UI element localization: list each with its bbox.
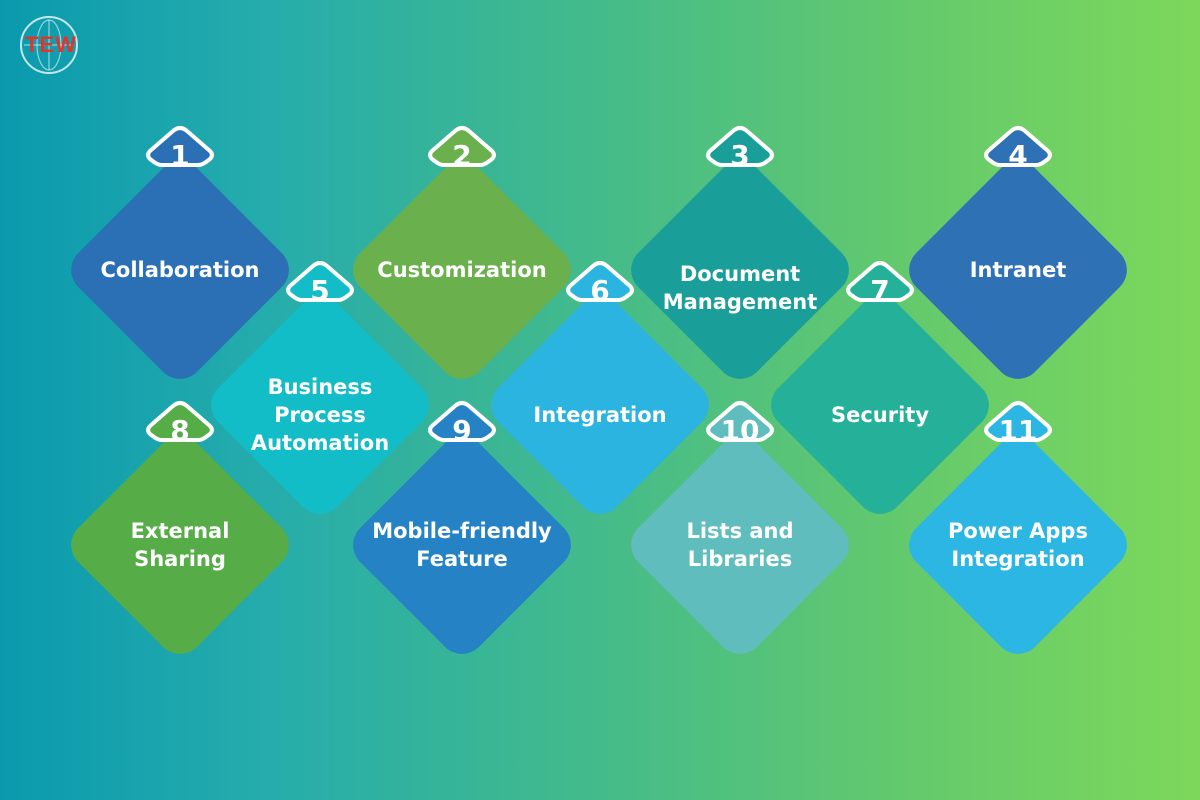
number-badge: 6 [552, 261, 648, 322]
feature-label: Intranet [969, 258, 1067, 282]
feature-label: Mobile-friendly Feature [372, 519, 552, 571]
feature-label: Integration [533, 403, 667, 427]
number-badge: 8 [132, 401, 228, 462]
number-badge: 11 [970, 401, 1066, 462]
number-label: 1 [170, 139, 190, 172]
number-label: 2 [452, 139, 472, 172]
number-badge: 5 [272, 261, 368, 322]
tew-logo: TEW [20, 16, 78, 74]
feature-label: Collaboration [100, 258, 260, 282]
number-badge: 9 [414, 401, 510, 462]
number-label: 5 [310, 274, 330, 307]
feature-label: Business Process Automation [250, 375, 390, 455]
number-label: 10 [720, 414, 760, 447]
number-label: 9 [452, 414, 472, 447]
logo-text: TEW [25, 32, 77, 57]
number-label: 7 [870, 274, 890, 307]
number-badge: 4 [970, 126, 1066, 187]
number-badge: 3 [692, 126, 788, 187]
number-label: 8 [170, 414, 190, 447]
globe-icon [24, 19, 74, 71]
feature-label: External Sharing [130, 519, 230, 571]
number-label: 4 [1008, 139, 1028, 172]
number-label: 3 [730, 139, 750, 172]
number-badge: 10 [692, 401, 788, 462]
feature-label: Lists and Libraries [686, 519, 794, 571]
number-badge: 7 [832, 261, 928, 322]
feature-label: Customization [377, 258, 547, 282]
number-label: 11 [998, 414, 1038, 447]
feature-label: Power Apps Integration [948, 519, 1088, 571]
feature-label: Security [830, 403, 930, 427]
number-badge: 2 [414, 126, 510, 187]
number-badge: 1 [132, 126, 228, 187]
number-label: 6 [590, 274, 610, 307]
feature-label: Document Management [662, 262, 818, 314]
